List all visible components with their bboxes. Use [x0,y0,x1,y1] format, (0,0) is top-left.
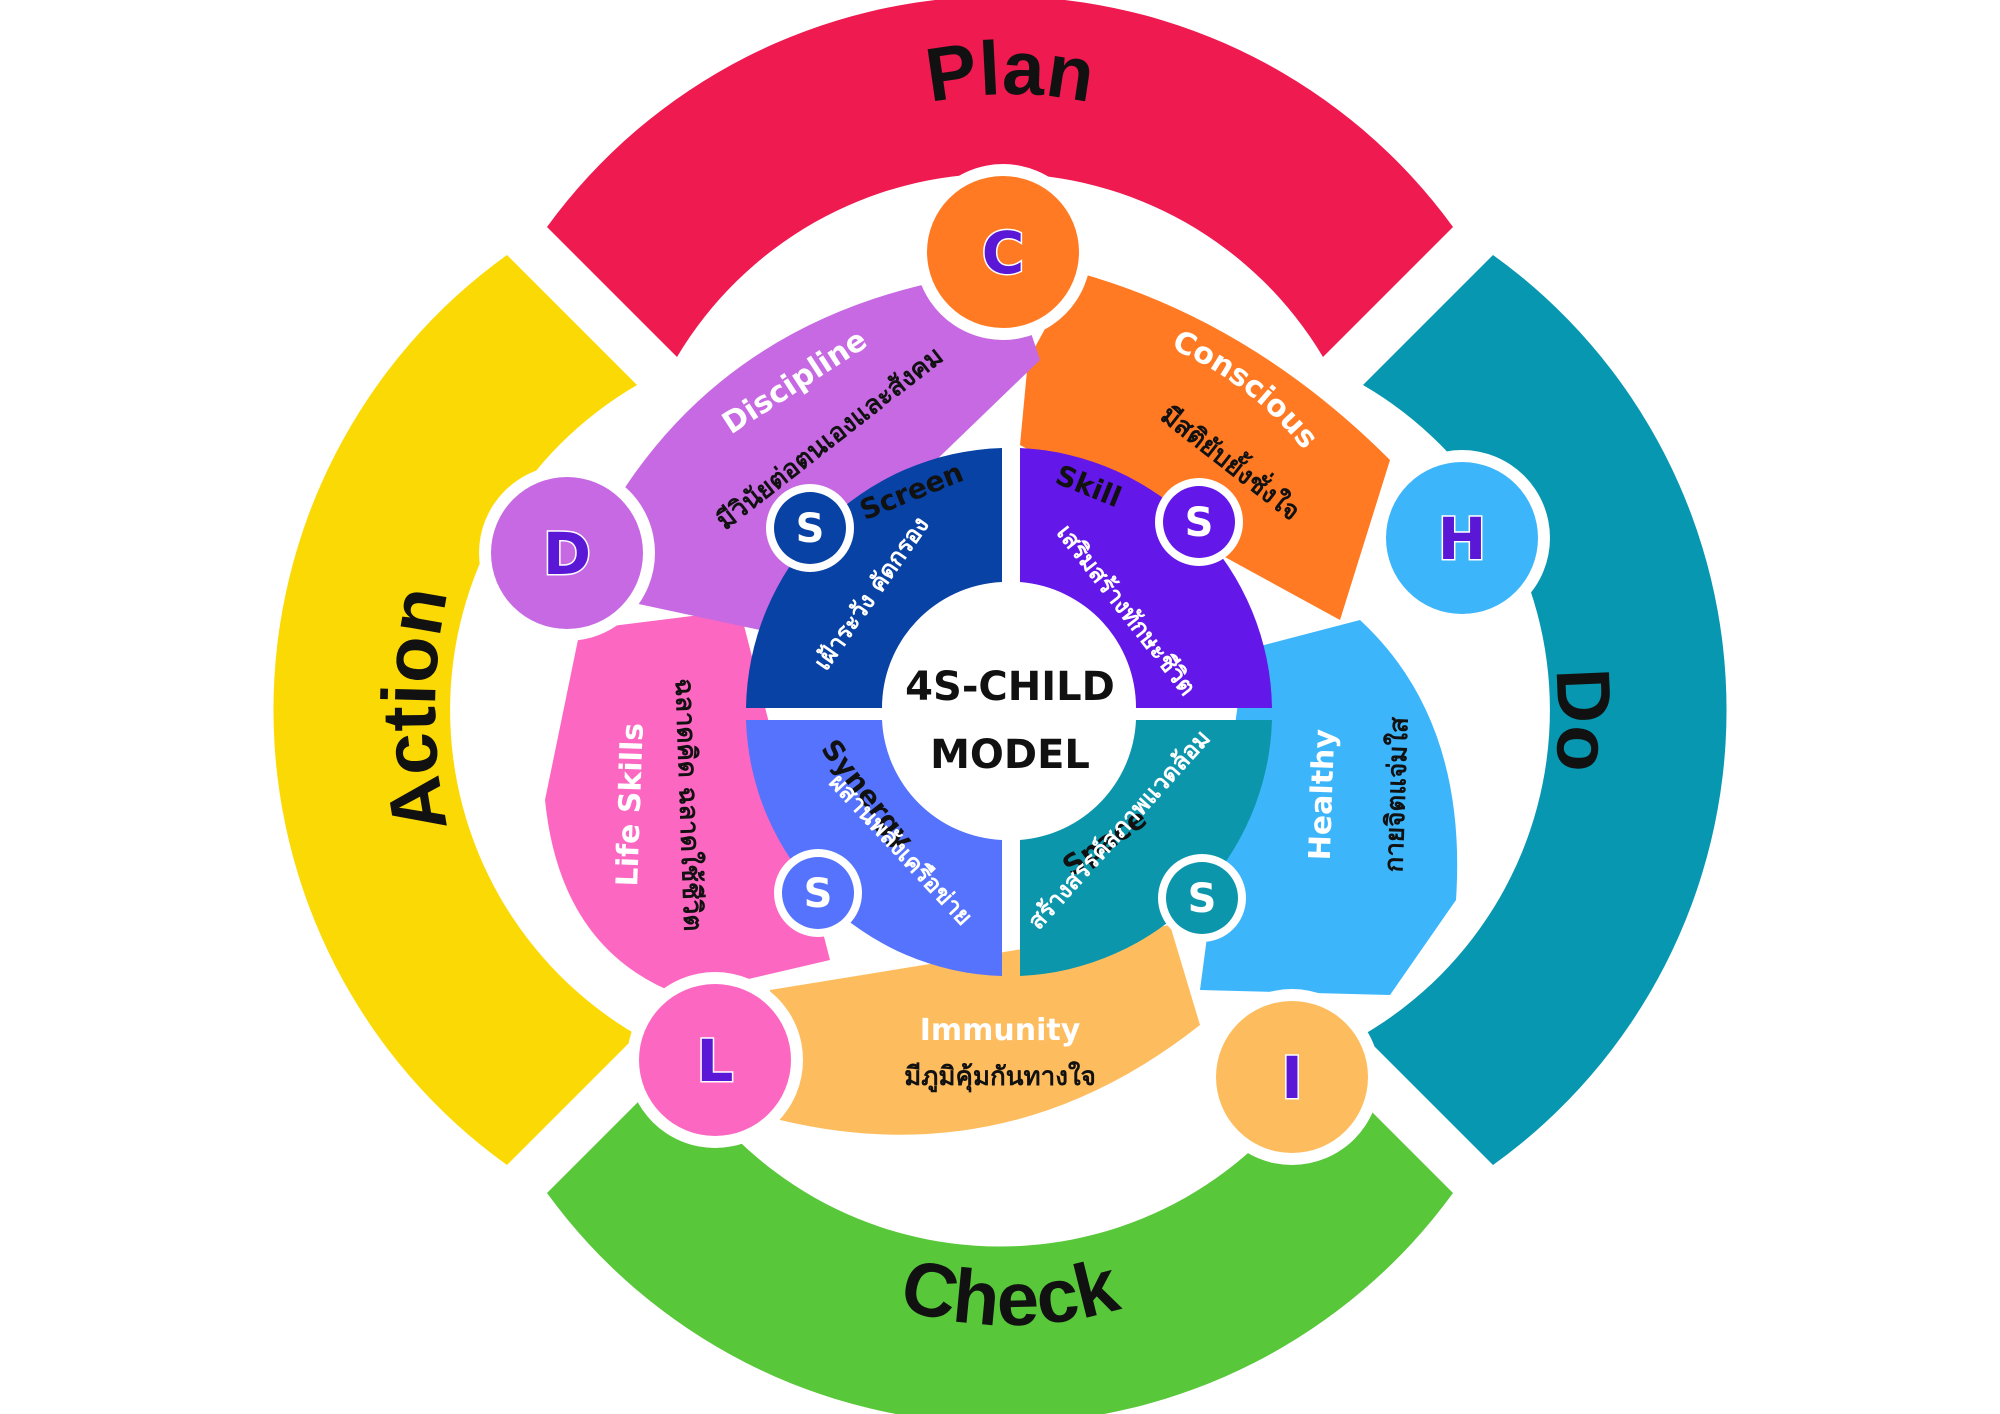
screen-quadrant [746,448,1002,708]
i-badge: I [1204,989,1380,1165]
synergy-s-badge: S [774,849,862,937]
c-badge: C [915,164,1091,340]
child-letter-badges: C H I L D [479,164,1550,1165]
check-label: Check [893,1243,1127,1343]
skill-s-badge: S [1155,478,1243,566]
synergy-quadrant [746,720,1002,976]
screen-s-letter: S [796,506,825,552]
do-label: Do [1539,666,1626,774]
skill-s-letter: S [1185,500,1214,546]
immunity-title: Immunity [920,1013,1081,1048]
discipline-segment [605,270,1040,630]
i-letter: I [1281,1044,1303,1112]
healthy-title: Healthy [1303,728,1343,861]
d-letter: D [543,520,591,588]
space-quadrant [1020,720,1272,976]
center-title-line2: MODEL [930,732,1090,778]
life-skills-title: Life Skills [610,722,651,887]
l-letter: L [697,1027,734,1095]
action-segment [273,255,637,1165]
c-letter: C [982,219,1025,287]
h-letter: H [1438,505,1487,573]
synergy-s-letter: S [804,871,833,917]
action-label: Action [367,581,464,839]
d-badge: D [479,465,655,641]
center-hub: 4S-CHILD MODEL [888,592,1132,836]
center-title-line1: 4S-CHILD [905,664,1115,710]
skill-quadrant [1020,448,1272,708]
check-segment [547,1063,1453,1414]
l-badge: L [627,972,803,1148]
healthy-subtitle: กายจิตแจ่มใส [1378,716,1414,873]
immunity-subtitle: มีภูมิคุ้มกันทางใจ [904,1061,1096,1093]
screen-s-badge: S [766,484,854,572]
h-badge: H [1374,450,1550,626]
space-s-letter: S [1188,876,1217,922]
s-badges: S S S S [766,478,1246,942]
immunity-segment [770,925,1200,1135]
conscious-segment [1020,272,1390,620]
pdca-ring: Plan Do Check Action [273,0,1727,1414]
healthy-segment [1200,620,1458,995]
plan-label: Plan [920,26,1100,119]
space-s-badge: S [1158,854,1246,942]
plan-segment [547,0,1453,357]
center-circle [888,592,1132,836]
do-segment [1363,255,1727,1165]
